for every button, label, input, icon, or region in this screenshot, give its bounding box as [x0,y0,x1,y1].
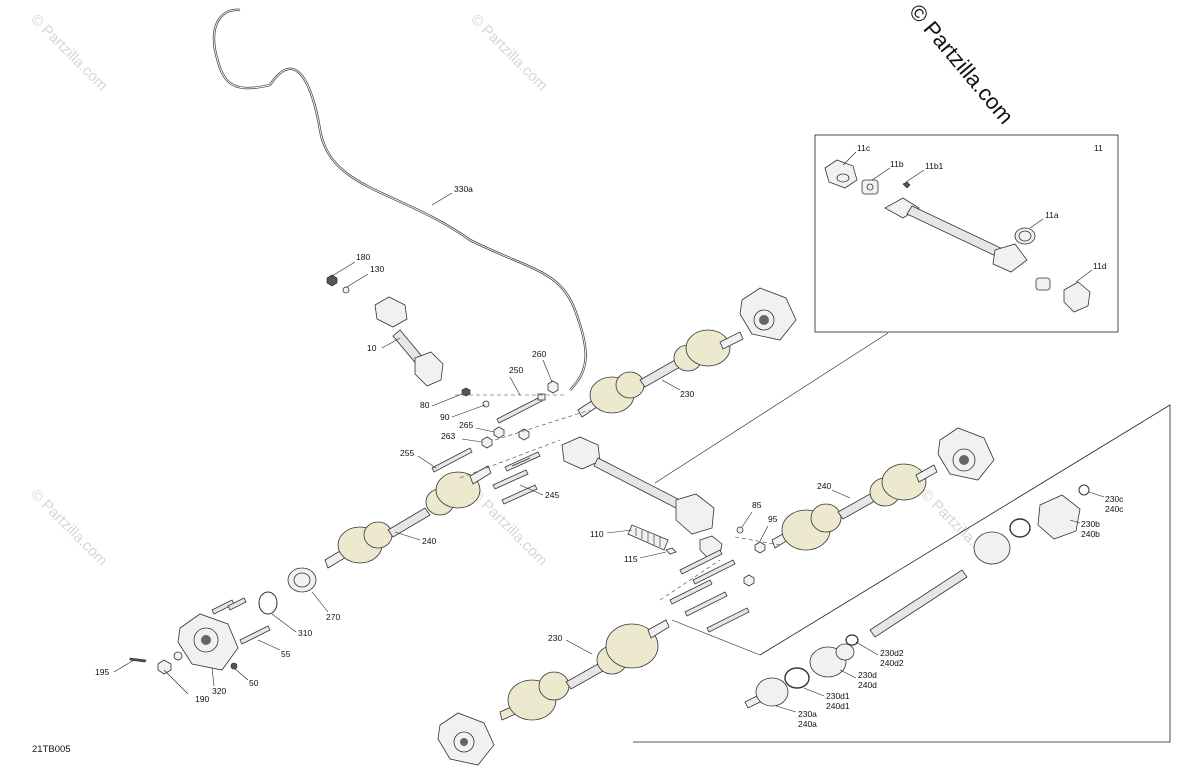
boot-110 [627,524,669,551]
clip-11b1 [902,181,911,189]
label-240d2: 240d2 [880,658,904,668]
alignment-lines [455,394,781,601]
label-240c: 240c [1105,504,1124,514]
label-230d2: 230d2 [880,648,904,658]
label-130: 130 [370,264,384,274]
clamp-230d1 [784,667,810,689]
boot-11a [1014,227,1036,245]
label-260: 260 [532,349,546,359]
label-11b1: 11b1 [925,161,944,171]
wheel-hub-bottom-left [437,712,495,766]
nut-260 [547,380,559,394]
label-10: 10 [367,343,377,353]
label-115: 115 [624,554,638,564]
clamp-inner [1009,518,1031,538]
washer-190 [173,651,183,661]
clamp-230d2 [845,634,859,646]
bolt-255 [431,447,473,473]
propeller-shaft-10 [326,274,490,408]
driveshaft-230-top [577,329,744,418]
label-310: 310 [298,628,312,638]
ring-230c [1078,484,1090,496]
label-95: 95 [768,514,778,524]
label-80: 80 [420,400,430,410]
yoke-11d [1063,281,1091,313]
wheel-hub-320 [177,613,239,671]
label-230c: 230c [1105,494,1124,504]
label-55: 55 [281,649,291,659]
label-11: 11 [1094,143,1103,153]
label-250: 250 [509,365,523,375]
yoke-11c [824,159,858,189]
watermark-tile: © Partzilla.com [27,11,110,94]
label-11a: 11a [1045,210,1059,220]
label-255: 255 [400,448,414,458]
bolts-cluster [669,549,755,633]
label-190: 190 [195,694,209,704]
watermark-tile: © Partzilla.com [467,11,550,94]
label-110: 110 [590,529,604,539]
label-320: 320 [212,686,226,696]
wheel-hub-top-right [739,287,797,341]
label-230d: 230d [858,670,877,680]
label-85: 85 [752,500,762,510]
leader-inset [654,332,889,484]
cotter-pin-195 [129,657,147,663]
label-230-bottom: 230 [548,633,562,643]
driveshaft-240-left [324,465,492,569]
label-180: 180 [356,252,370,262]
nut-95 [754,541,766,554]
partzilla-watermark: © Partzilla.com [904,0,1018,129]
clamp-115 [665,547,677,555]
label-270: 270 [326,612,340,622]
label-90: 90 [440,412,450,422]
diagram-code: 21TB005 [32,744,71,755]
bearing-270 [287,567,317,593]
driveshaft-230-bottom [499,619,670,721]
cross-small [1035,277,1051,291]
shaft-11 [884,197,1028,273]
label-245: 245 [545,490,559,500]
watermark-tile: © Partzilla.com [27,486,110,569]
label-240d1: 240d1 [826,701,850,711]
bolts-55 [211,597,271,645]
label-240a: 240a [798,719,817,729]
label-240b: 240b [1081,529,1100,539]
label-265: 265 [459,420,473,430]
detail-box-outline [633,404,1171,743]
label-240-right: 240 [817,481,831,491]
nut-265 [493,426,505,439]
washer-85 [736,526,744,534]
driveshaft-240-right [771,463,938,551]
label-11c: 11c [857,143,871,153]
nut-263 [481,436,493,449]
label-50: 50 [249,678,259,688]
label-330a: 330a [454,184,473,194]
label-240-left: 240 [422,536,436,546]
label-195: 195 [95,667,109,677]
wheel-hub-right [937,427,995,481]
label-240d: 240d [858,680,877,690]
label-11b: 11b [890,159,904,169]
label-230d1: 230d1 [826,691,850,701]
bolt-250 [496,393,546,424]
label-230-top: 230 [680,389,694,399]
propeller-shaft-rear [561,436,723,559]
inset-driveshaft-11: 11 11c 11b 11b1 11a 11d [814,134,1119,333]
label-11d: 11d [1093,261,1107,271]
bolts-245 [492,451,541,505]
watermark-tiles: © Partzilla.com © Partzilla.com © Partzi… [27,11,1000,569]
circlip-310 [258,591,278,615]
label-230b: 230b [1081,519,1100,529]
label-263: 263 [441,431,455,441]
inset-box [814,134,1119,333]
label-230a: 230a [798,709,817,719]
cross-11b [861,179,879,195]
detail-exploded-shaft [744,484,1090,709]
